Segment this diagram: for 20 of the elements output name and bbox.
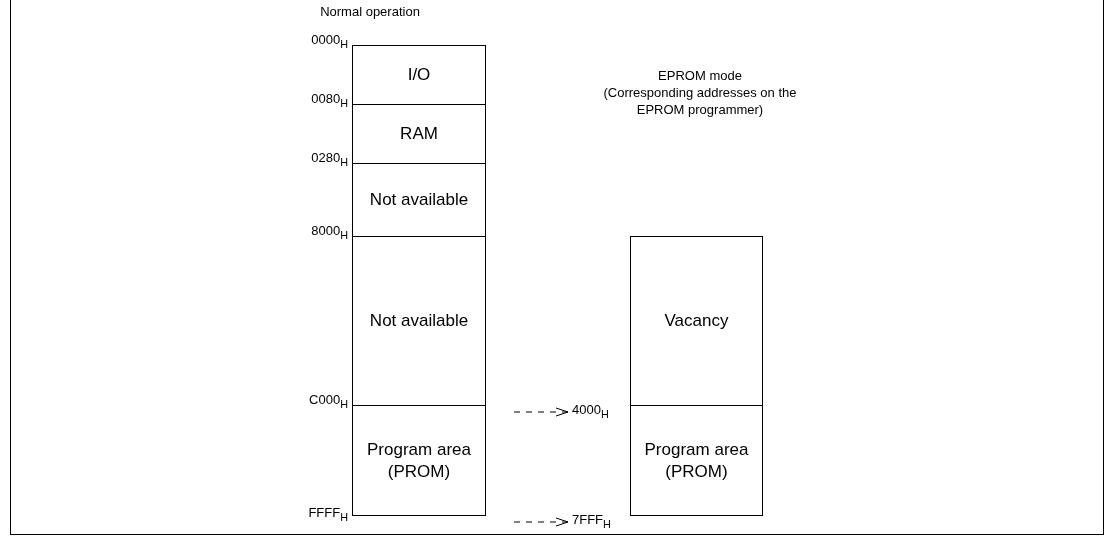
dashed-arrow xyxy=(513,517,569,527)
address-label: 0280$_{H}$ xyxy=(270,150,348,170)
address-label: 0000$_{H}$ xyxy=(270,32,348,52)
diagram-heading: Normal operation xyxy=(319,3,421,20)
memory-segment: Program area (PROM) xyxy=(630,405,763,516)
memory-segment: Vacancy xyxy=(630,236,763,406)
memory-segment: RAM xyxy=(352,104,486,164)
dashed-arrow xyxy=(513,407,569,417)
address-label: 4000$_{H}$ xyxy=(572,402,628,422)
address-label: FFFF$_{H}$ xyxy=(270,505,348,525)
memory-segment: Program area (PROM) xyxy=(352,405,486,516)
note-text: (Corresponding addresses on the EPROM programmer) xyxy=(602,84,798,118)
address-label: 8000$_{H}$ xyxy=(270,223,348,243)
diagram-heading: EPROM mode xyxy=(657,67,743,84)
address-label: 0080$_{H}$ xyxy=(270,91,348,111)
memory-segment: Not available xyxy=(352,163,486,237)
memory-segment: I/O xyxy=(352,45,486,105)
memory-segment: Not available xyxy=(352,236,486,406)
address-label: C000$_{H}$ xyxy=(270,392,348,412)
address-label: 7FFF$_{H}$ xyxy=(572,512,628,532)
